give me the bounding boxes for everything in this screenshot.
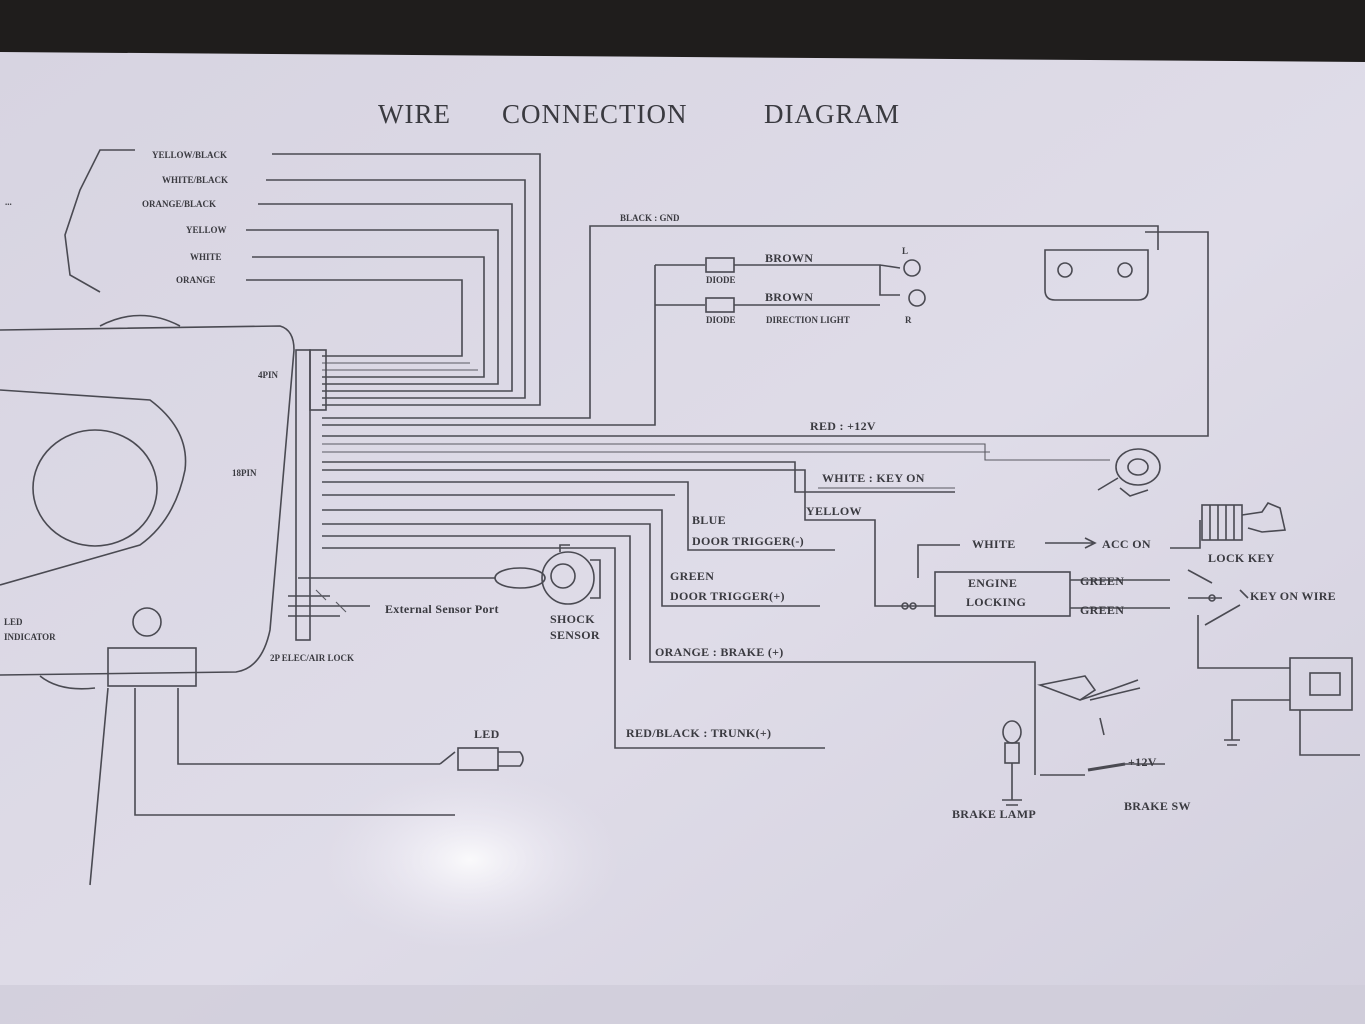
shock-sensor-icon <box>298 544 601 605</box>
bracket <box>64 149 135 293</box>
lock-key-icon <box>1201 502 1286 541</box>
harness-lines <box>322 225 1209 775</box>
label-door-trigger-pos: DOOR TRIGGER(+) <box>670 589 785 603</box>
label-diode-1: DIODE <box>706 275 736 285</box>
label-white-acc: WHITE <box>972 537 1016 551</box>
label-brake-sw: BRAKE SW <box>1124 799 1191 813</box>
label-acc-on: ACC ON <box>1102 537 1151 551</box>
label-door-trigger-neg: DOOR TRIGGER(-) <box>692 534 804 548</box>
engine-locking-relay: ENGINE LOCKING GREEN GREEN <box>901 544 1170 617</box>
brown-wires <box>734 264 901 306</box>
led-wire <box>89 687 524 886</box>
label-locking: LOCKING <box>966 595 1026 609</box>
label-brown-1: BROWN <box>765 251 813 265</box>
light-glare <box>320 770 620 950</box>
brake-pedal-icon <box>1037 675 1141 736</box>
label-brake-lamp: BRAKE LAMP <box>952 807 1036 821</box>
label-external-sensor-port: External Sensor Port <box>385 602 499 616</box>
diagram-title: WIRE CONNECTION DIAGRAM <box>378 99 900 129</box>
label-white-key-on: WHITE : KEY ON <box>822 471 925 485</box>
brake-lamp-icon <box>1002 720 1022 806</box>
pin-label-mid: 18PIN <box>232 468 257 478</box>
top-wire-group: YELLOW/BLACK WHITE/BLACK ORANGE/BLACK YE… <box>142 150 541 406</box>
acc-lead <box>1170 520 1201 549</box>
label-blue: BLUE <box>692 513 726 527</box>
wire-label-white: WHITE <box>190 252 222 262</box>
starter-icon <box>1197 615 1360 756</box>
indicator-label-2: INDICATOR <box>4 632 56 642</box>
label-r-marker: R <box>905 315 912 325</box>
title-word-connection: CONNECTION <box>502 99 688 129</box>
label-red-12v: RED : +12V <box>810 419 876 433</box>
label-diode-2: DIODE <box>706 315 736 325</box>
paper-bottom-shadow <box>0 985 1365 1024</box>
label-green-a: GREEN <box>1080 574 1124 588</box>
lamp-l-icon <box>903 259 921 277</box>
acc-arrow <box>1045 537 1097 549</box>
diode-leads <box>655 264 705 306</box>
label-black-gnd: BLACK : GND <box>620 213 680 223</box>
title-word-diagram: DIAGRAM <box>764 99 900 129</box>
wire-label-yellow-black: YELLOW/BLACK <box>152 150 227 160</box>
cut-off-text: ... <box>5 197 12 207</box>
label-led: LED <box>474 727 500 741</box>
label-plus-12v: +12V <box>1128 755 1157 769</box>
label-yellow: YELLOW <box>806 504 862 518</box>
brake-switch-icon <box>1040 762 1165 776</box>
title-word-wire: WIRE <box>378 99 451 129</box>
wire-label-white-black: WHITE/BLACK <box>162 175 228 185</box>
label-green-b: GREEN <box>1080 603 1124 617</box>
alarm-control-unit: 4PIN 18PIN LED INDICATOR <box>0 314 327 690</box>
key-switch-icon <box>1187 569 1249 626</box>
pin-label-top: 4PIN <box>258 370 279 380</box>
battery-icon <box>1044 249 1149 301</box>
indicator-label-1: LED <box>4 617 23 627</box>
label-sensor: SENSOR <box>550 628 600 642</box>
lamp-r-icon <box>908 289 926 307</box>
wire-label-orange-black: ORANGE/BLACK <box>142 199 216 209</box>
external-sensor-port <box>288 589 370 617</box>
wire-label-orange: ORANGE <box>176 275 216 285</box>
label-engine: ENGINE <box>968 576 1017 590</box>
label-shock: SHOCK <box>550 612 595 626</box>
paper-sheet <box>0 52 1365 1024</box>
wire-label-yellow: YELLOW <box>186 225 227 235</box>
label-direction-light: DIRECTION LIGHT <box>766 315 850 325</box>
label-brown-2: BROWN <box>765 290 813 304</box>
label-l-marker: L <box>902 246 908 256</box>
siren-icon <box>1097 448 1161 497</box>
label-pin-ext-lock: 2P ELEC/AIR LOCK <box>270 653 354 663</box>
label-key-on-wire: KEY ON WIRE <box>1250 589 1336 603</box>
label-lock-key: LOCK KEY <box>1208 551 1275 565</box>
label-red-black-trunk: RED/BLACK : TRUNK(+) <box>626 726 771 740</box>
label-orange-brake: ORANGE : BRAKE (+) <box>655 645 784 659</box>
label-green: GREEN <box>670 569 714 583</box>
